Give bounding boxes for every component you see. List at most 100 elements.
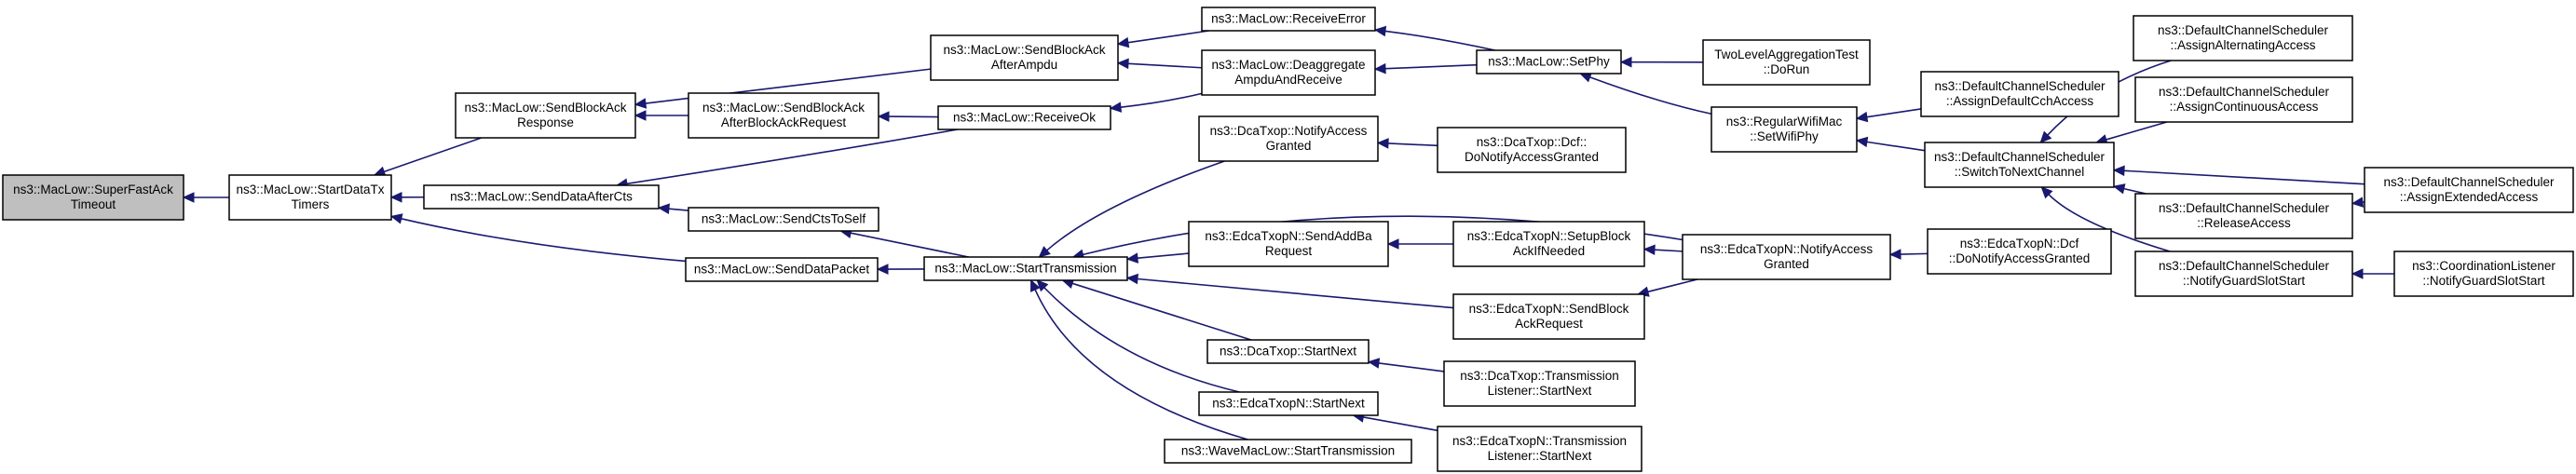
node-label-line: ns3::DefaultChannelScheduler [2159,201,2330,215]
node-sendblockackafterbar[interactable]: ns3::MacLow::SendBlockAckAfterBlockAckRe… [688,92,879,139]
node-box [2134,76,2353,123]
node-assigndefaultcch[interactable]: ns3::DefaultChannelScheduler::AssignDefa… [1920,71,2119,117]
node-edcanotify[interactable]: ns3::EdcaTxopN::NotifyAccessGranted [1682,234,1891,280]
node-label-line: ns3::DefaultChannelScheduler [1934,79,2106,93]
edge-dcfdonotify-to-dcanotify [1376,138,1438,149]
node-label-line: ns3::MacLow::ReceiveOk [953,111,1096,125]
arrowhead [2039,130,2052,143]
edge-line [1127,62,1203,69]
node-edcalistener[interactable]: ns3::EdcaTxopN::TransmissionListener::St… [1437,426,1642,472]
edge-deaggregate-to-sendblockackafterampdu [1116,58,1203,70]
edge-startdatatx-to-superfastack [182,192,229,203]
node-dcalistener[interactable]: ns3::DcaTxop::TransmissionListener::Star… [1443,360,1636,407]
edge-line [1046,160,1225,251]
node-label-line: ns3::MacLow::SendBlockAck [702,101,865,115]
node-assigncontinuous[interactable]: ns3::DefaultChannelScheduler::AssignCont… [2134,76,2353,123]
node-assignextended[interactable]: ns3::DefaultChannelScheduler::AssignExte… [2364,167,2574,213]
node-twolevel[interactable]: TwoLevelAggregationTest::DoRun [1702,39,1871,86]
node-label-line: ::DoRun [1764,62,1810,76]
node-label-line: ns3::MacLow::Deaggregate [1211,58,1365,72]
node-receiveok[interactable]: ns3::MacLow::ReceiveOk [937,105,1111,130]
node-box [1206,339,1370,364]
edge-line [1378,362,1445,372]
node-box [1927,228,2112,275]
node-label-line: ::SetWifiPhy [1750,129,1819,143]
node-sendctstoself[interactable]: ns3::MacLow::SendCtsToSelf [688,207,879,232]
node-assignalternating[interactable]: ns3::DefaultChannelScheduler::AssignAlte… [2133,15,2353,61]
arrowhead [634,110,647,121]
node-box [1920,71,2119,117]
node-releaseaccess[interactable]: ns3::DefaultChannelScheduler::ReleaseAcc… [2134,193,2353,239]
edge-line [1034,289,1248,440]
edge-starttransmission-to-sendctstoself [839,227,969,258]
arrowhead [2351,268,2364,279]
node-label-line: AckIfNeeded [1513,244,1585,258]
edge-line [1043,287,1240,393]
arrowhead [1855,136,1869,148]
edge-dcastartnext-to-starttransmission [1061,278,1252,341]
node-label-line: ns3::MacLow::SendCtsToSelf [702,212,866,226]
node-dcastartnext[interactable]: ns3::DcaTxop::StartNext [1206,339,1370,364]
arrowhead [1038,246,1051,258]
node-wavestarttx[interactable]: ns3::WaveMacLow::StartTransmission [1164,439,1412,464]
arrowhead [1109,102,1123,113]
node-notifyguardslot[interactable]: ns3::DefaultChannelScheduler::NotifyGuar… [2134,251,2353,297]
arrowhead [1125,273,1138,285]
node-regularsetwifiphy[interactable]: ns3::RegularWifiMac::SetWifiPhy [1711,106,1858,153]
node-setphy[interactable]: ns3::MacLow::SetPhy [1476,49,1622,74]
edge-setphy-to-receiveerror [1373,25,1495,51]
node-dcfdonotify[interactable]: ns3::DcaTxop::Dcf::DoNotifyAccessGranted [1437,127,1627,173]
node-senddataaftercts[interactable]: ns3::MacLow::SendDataAfterCts [423,184,660,210]
node-label-line: ns3::MacLow::SendDataPacket [694,263,870,277]
edge-assigndefaultcch-to-regularsetwifiphy [1855,108,1922,123]
node-senddatapacket[interactable]: ns3::MacLow::SendDataPacket [685,257,879,282]
node-label-line: ns3::DefaultChannelScheduler [2158,23,2329,37]
edge-line [2123,187,2147,195]
node-coordnotify[interactable]: ns3::CoordinationListener::NotifyGuardSl… [2393,251,2574,297]
node-dcanotify[interactable]: ns3::DcaTxop::NotifyAccessGranted [1198,115,1379,162]
node-label-line: AmpduAndReceive [1234,73,1343,87]
node-receiveerror[interactable]: ns3::MacLow::ReceiveError [1201,7,1376,32]
node-starttransmission[interactable]: ns3::MacLow::StartTransmission [923,256,1128,281]
node-box [1443,360,1636,407]
node-box [1924,142,2115,188]
node-switchtonext[interactable]: ns3::DefaultChannelScheduler::SwitchToNe… [1924,142,2115,188]
node-label-line: ::AssignContinuousAccess [2170,100,2319,114]
arrowhead [2112,183,2126,195]
edge-edcasendaddba-to-starttransmission [1125,252,1190,264]
edge-line [888,115,939,118]
node-box [1711,106,1858,153]
arrowhead [389,213,403,224]
node-box [2133,15,2353,61]
edge-line [1866,108,1922,118]
arrowhead [634,98,647,109]
node-edcastartnext[interactable]: ns3::EdcaTxopN::StartNext [1198,391,1379,416]
node-box [1164,439,1412,464]
node-box [2134,251,2353,297]
node-box [1476,49,1622,74]
arrowhead [1642,244,1656,256]
edge-assignextended-to-releaseaccess [2351,196,2365,208]
node-edcadcfdonotify[interactable]: ns3::EdcaTxopN::Dcf::DoNotifyAccessGrant… [1927,228,2112,275]
arrowhead [877,111,890,122]
node-label-line: AckRequest [1515,317,1583,331]
node-box [923,256,1128,281]
edge-twolevel-to-setphy [1619,56,1704,68]
node-label-line: ::NotifyGuardSlotStart [2422,274,2545,288]
node-label-line: ::SwitchToNextChannel [1955,165,2085,179]
node-label-line: ::NotifyGuardSlotStart [2183,274,2306,288]
node-label-line: ns3::EdcaTxopN::StartNext [1212,397,1365,411]
edge-dcalistener-to-dcastartnext [1367,358,1445,372]
arrowhead [182,192,195,203]
node-label-line: ns3::MacLow::StartDataTx [236,183,384,196]
node-label-line: ns3::MacLow::SendDataAfterCts [450,190,633,204]
